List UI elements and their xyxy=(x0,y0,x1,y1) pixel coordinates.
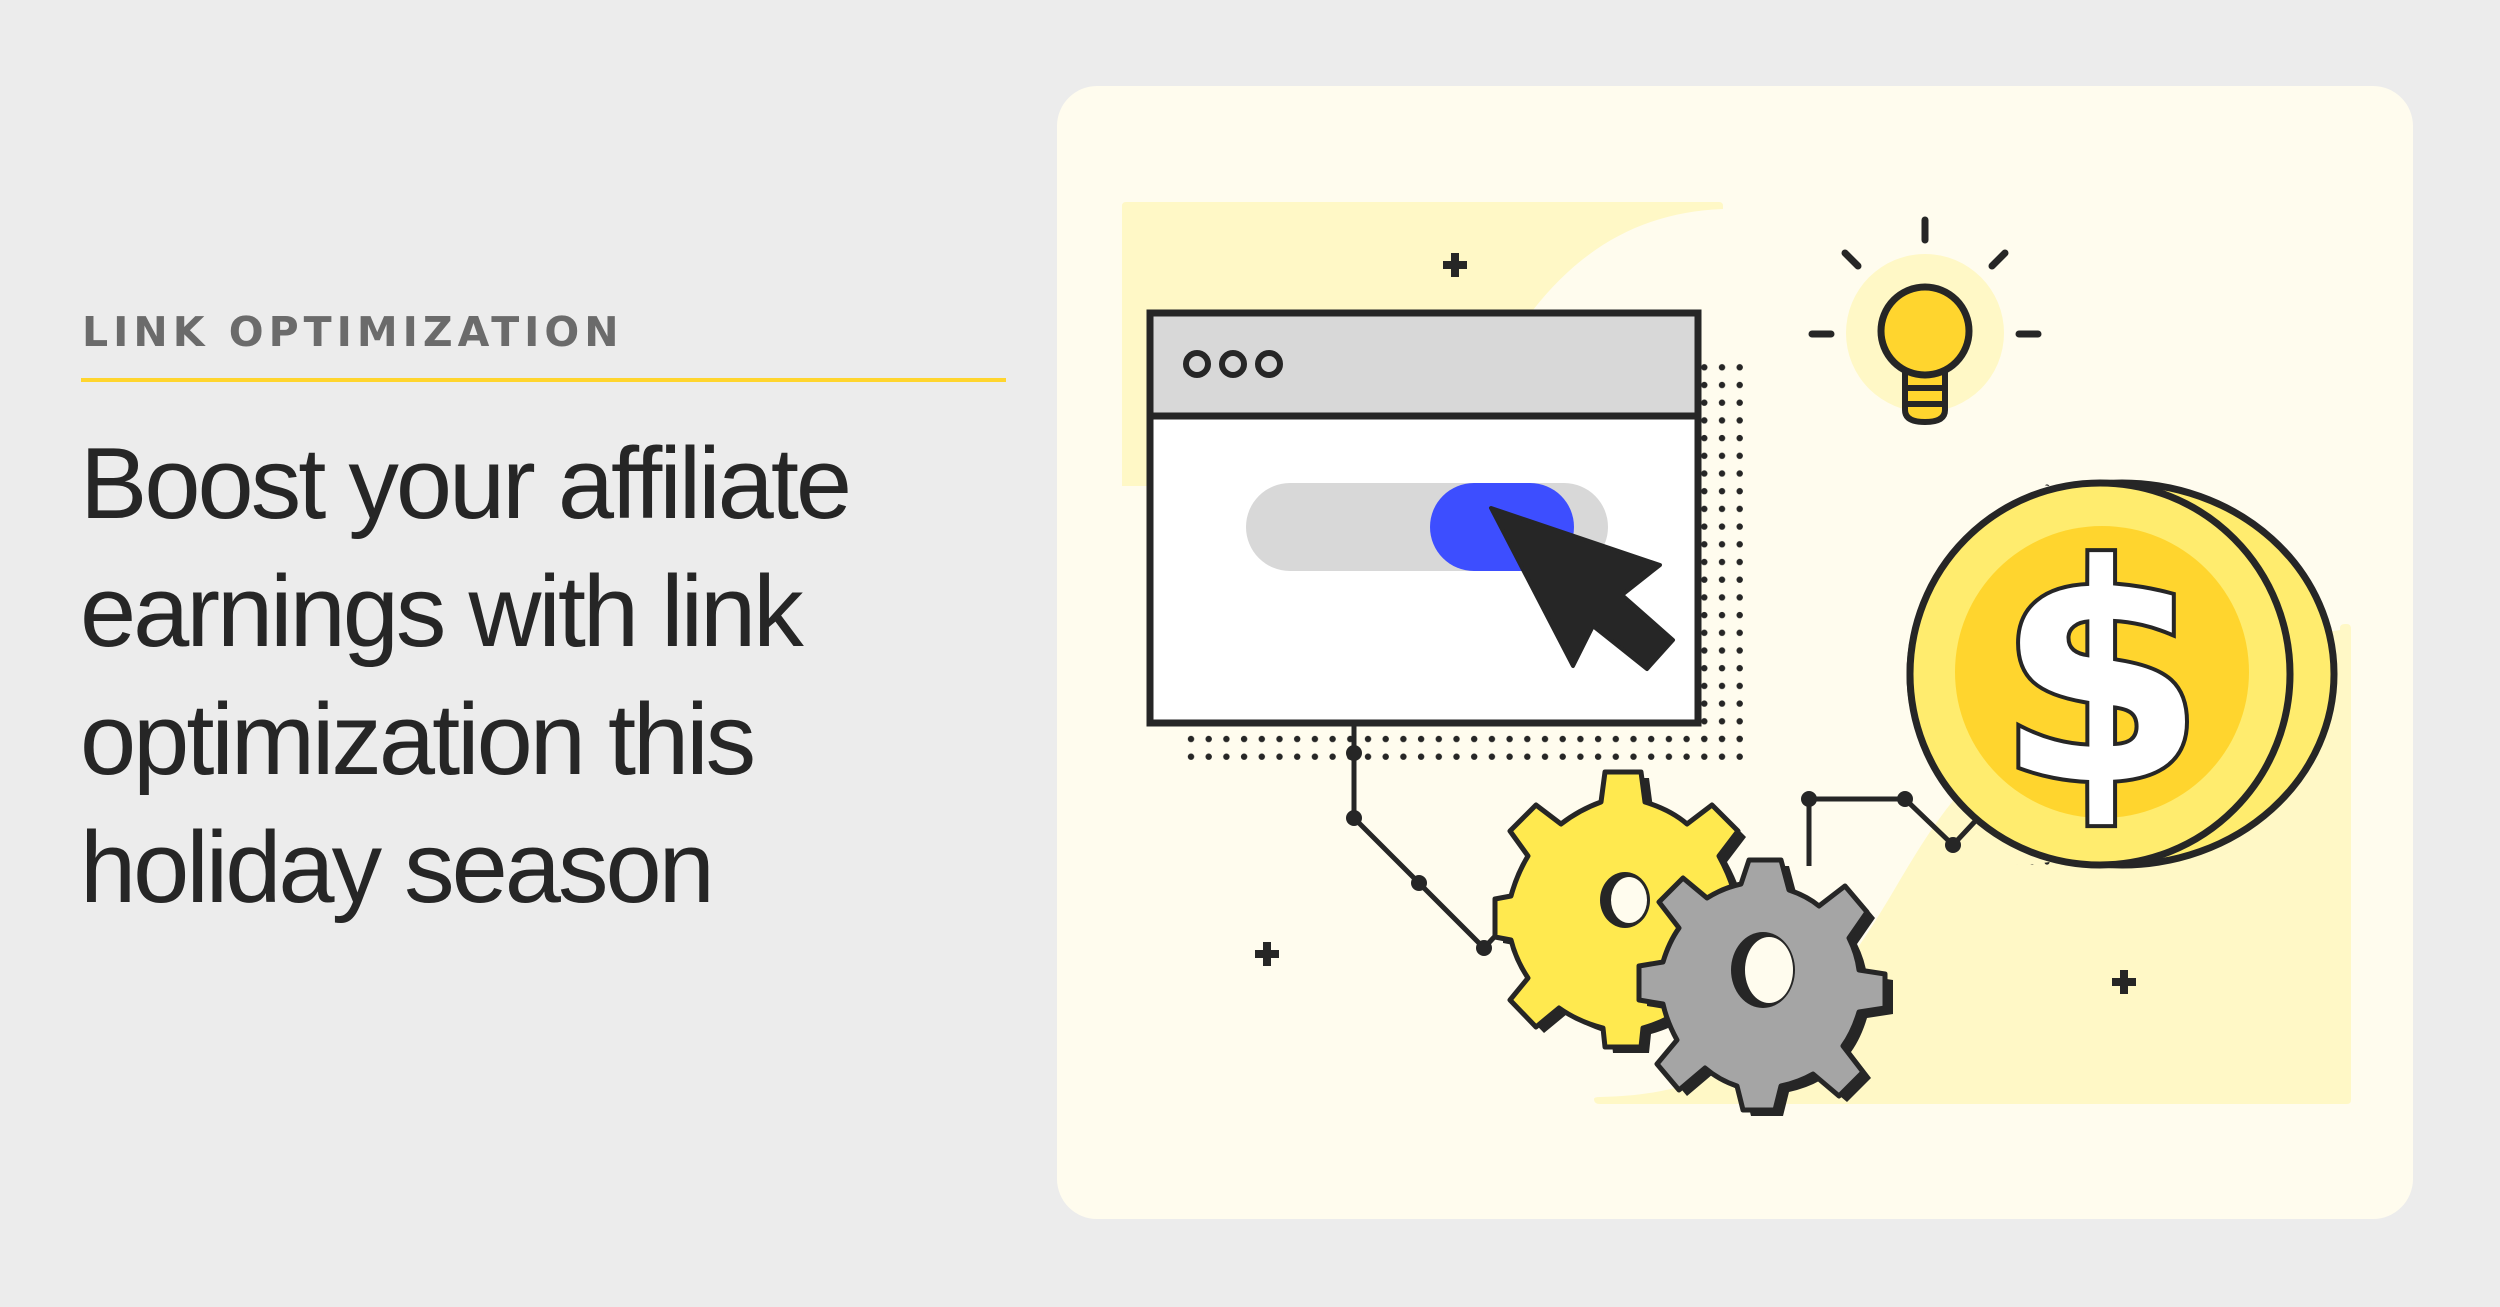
window-dots-icon xyxy=(1183,350,1283,378)
plus-sparkle-icon xyxy=(1443,253,1467,277)
dot-pattern-bottom xyxy=(1182,730,1748,766)
headline-line-3: optimization this xyxy=(80,684,756,796)
illustration-card: $ xyxy=(1057,86,2413,1219)
plus-sparkle-icon xyxy=(1255,942,1279,966)
dollar-coin-icon: $ xyxy=(1906,479,2338,869)
headline-line-1: Boost your affiliate xyxy=(80,428,852,540)
dollar-symbol: $ xyxy=(1997,502,2206,851)
cursor-arrow-icon xyxy=(1489,506,1675,671)
circuit-nodes xyxy=(1346,745,1961,956)
plus-sparkle-icon xyxy=(2112,970,2136,994)
headline-line-2: earnings with link xyxy=(80,556,804,668)
headline-line-4: holiday season xyxy=(80,812,715,924)
browser-window-icon xyxy=(1146,309,1702,727)
lightbulb-icon xyxy=(1808,216,2042,426)
gear-icon xyxy=(1636,857,1893,1116)
headline: Boost your affiliate earnings with link … xyxy=(80,420,1040,932)
eyebrow-label: LINK OPTIMIZATION xyxy=(82,308,624,356)
accent-divider xyxy=(81,378,1006,382)
illustration: $ xyxy=(1122,202,2351,1116)
dot-pattern-right xyxy=(1700,356,1748,739)
